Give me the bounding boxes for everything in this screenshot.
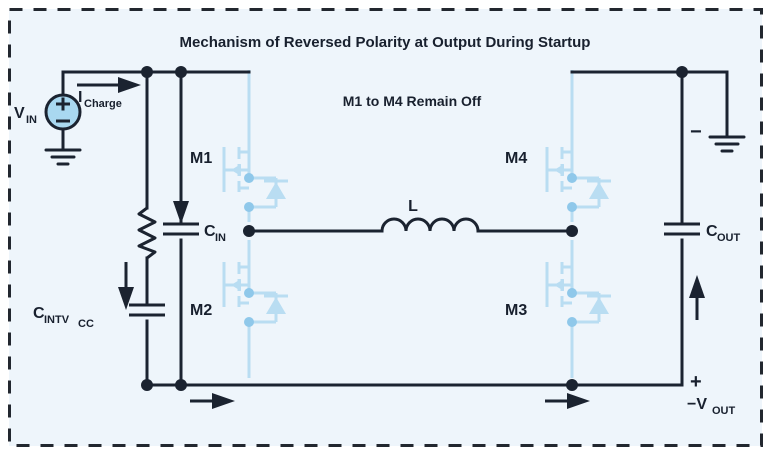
arrow-cin-current — [173, 178, 189, 224]
label-cintvcc: C INTV CC — [33, 305, 94, 330]
svg-text:OUT: OUT — [717, 232, 741, 244]
mosfet-m1-body-diode — [264, 179, 288, 199]
mosfet-m3-arrowhead — [554, 279, 564, 291]
junction-mid-right — [566, 225, 578, 237]
svg-text:I: I — [78, 89, 82, 106]
mosfet-m2-source-node — [244, 317, 254, 327]
inductor-l — [380, 217, 480, 232]
mosfet-m1-arrowhead — [231, 164, 241, 176]
svg-text:IN: IN — [215, 232, 226, 244]
mosfet-m3-label: M3 — [505, 302, 527, 319]
mosfet-m2-body-diode — [264, 294, 288, 314]
ground-output — [708, 135, 746, 153]
diagram-dashed-border — [8, 8, 763, 447]
mosfet-m3-body-diode — [587, 294, 611, 314]
junction-bottom-m3 — [566, 379, 578, 391]
svg-text:−V: −V — [687, 396, 707, 413]
diagram-background — [9, 9, 762, 446]
capacitor-cintvcc — [129, 303, 165, 317]
mosfet-m1-source-node — [244, 202, 254, 212]
label-output-minus: − — [690, 121, 702, 143]
svg-text:IN: IN — [26, 114, 37, 126]
mosfet-state-note: M1 to M4 Remain Off — [343, 93, 482, 109]
label-icharge: I Charge — [78, 89, 122, 110]
label-vout: −V OUT — [687, 396, 736, 417]
junction-top-cin — [175, 66, 187, 78]
mosfet-m4-drain-node — [567, 173, 577, 183]
label-cin: C IN — [204, 223, 226, 244]
junction-bottom-cin — [175, 379, 187, 391]
svg-text:C: C — [204, 223, 216, 240]
mosfet-m4-source-node — [567, 202, 577, 212]
arrow-bottom-right — [545, 393, 590, 409]
junction-top-res — [141, 66, 153, 78]
mosfet-m4-body-diode — [587, 179, 611, 199]
svg-text:V: V — [14, 105, 25, 122]
arrow-cintvcc-current — [118, 262, 134, 310]
resistor-intvcc — [137, 206, 157, 260]
svg-text:Charge: Charge — [84, 98, 122, 110]
mosfet-m2-label: M2 — [190, 302, 212, 319]
svg-text:C: C — [706, 223, 718, 240]
svg-text:CC: CC — [78, 318, 94, 330]
ground-input — [44, 148, 82, 166]
junction-bottom-res — [141, 379, 153, 391]
mosfet-m2-drain-node — [244, 288, 254, 298]
mosfet-m1-label: M1 — [190, 150, 212, 167]
svg-text:C: C — [33, 305, 45, 322]
junction-top-right — [676, 66, 688, 78]
capacitor-cout — [664, 222, 700, 236]
junction-mid-left — [243, 225, 255, 237]
junction-dots — [141, 66, 688, 391]
arrow-icharge — [77, 77, 141, 93]
mosfet-m1-drain-node — [244, 173, 254, 183]
svg-text:INTV: INTV — [44, 314, 70, 326]
svg-text:OUT: OUT — [712, 405, 736, 417]
voltage-source-vin — [44, 93, 82, 131]
mosfet-m3-source-node — [567, 288, 577, 298]
mosfet-m3-drain-node — [567, 317, 577, 327]
mosfet-m2-arrowhead — [231, 279, 241, 291]
arrow-cout-return — [689, 275, 705, 320]
label-output-plus: + — [690, 371, 702, 393]
label-vin: V IN — [14, 105, 37, 126]
label-inductor: L — [408, 198, 418, 215]
diagram-title: Mechanism of Reversed Polarity at Output… — [180, 34, 591, 51]
label-cout: C OUT — [706, 223, 741, 244]
arrow-bottom-left — [190, 393, 235, 409]
mosfet-m4-label: M4 — [505, 150, 527, 167]
mosfet-m4-arrowhead — [554, 164, 564, 176]
